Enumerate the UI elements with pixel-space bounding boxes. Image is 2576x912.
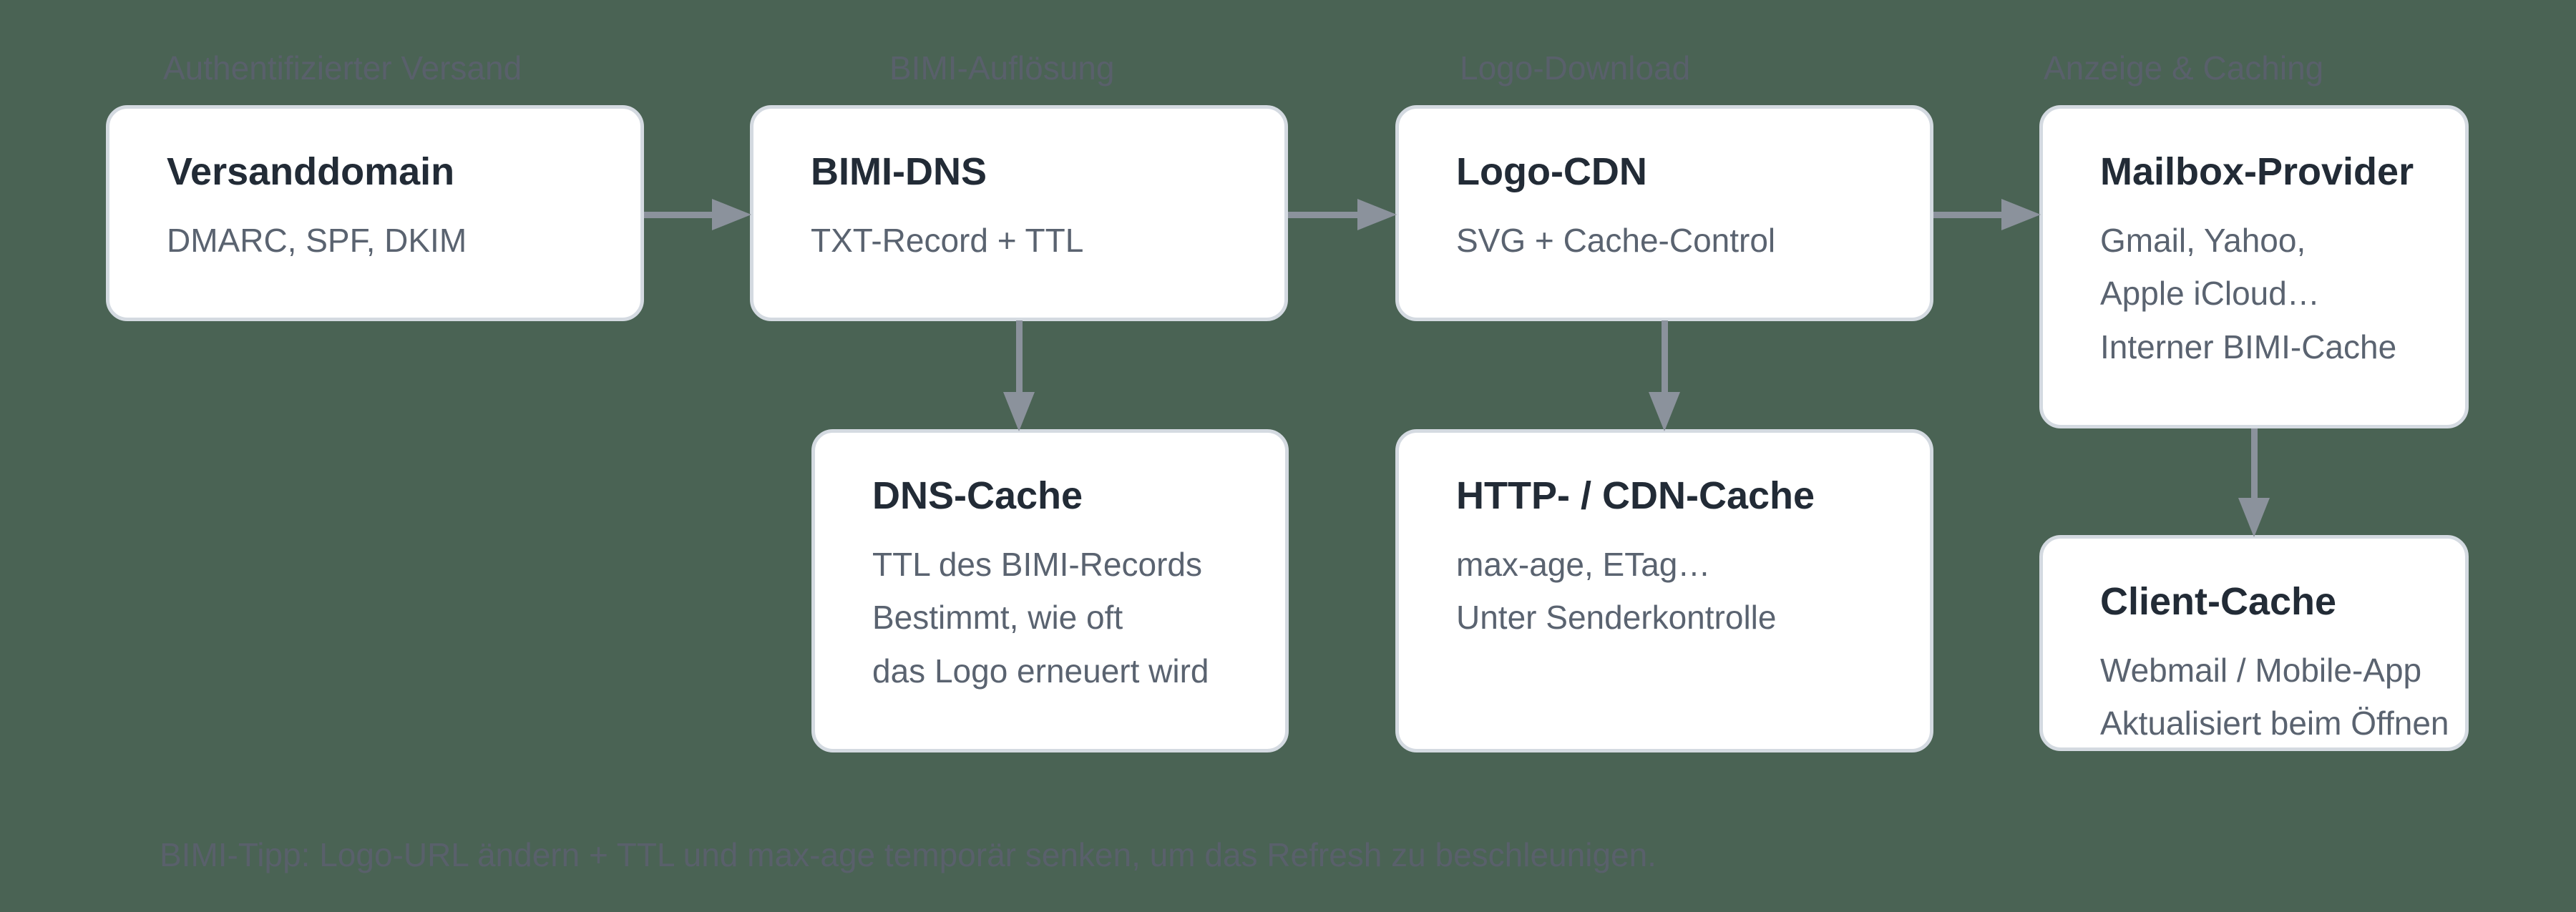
node-dns-cache: DNS-Cache TTL des BIMI-Records Bestimmt,… [811, 429, 1289, 752]
node-http-cdn-cache: HTTP- / CDN-Cache max-age, ETag… Unter S… [1395, 429, 1933, 752]
arrow-shaft [1288, 212, 1357, 218]
arrow-shaft [1933, 212, 2001, 218]
node-bimi-dns: BIMI-DNS TXT-Record + TTL [750, 105, 1288, 321]
arrow-down-icon [2238, 498, 2270, 537]
node-title: Mailbox-Provider [2100, 150, 2414, 193]
column-label-logo-download: Logo-Download [1460, 49, 1691, 87]
arrow-shaft [2251, 428, 2258, 498]
node-mailbox-provider: Mailbox-Provider Gmail, Yahoo, Apple iCl… [2039, 105, 2469, 428]
arrow-down-icon [1003, 392, 1035, 431]
node-line: Gmail, Yahoo, [2100, 221, 2306, 259]
footer-tip: BIMI-Tipp: Logo-URL ändern + TTL und max… [160, 836, 1657, 873]
node-line: TXT-Record + TTL [811, 221, 1084, 259]
node-line: SVG + Cache-Control [1456, 221, 1776, 259]
node-logo-cdn: Logo-CDN SVG + Cache-Control [1395, 105, 1933, 321]
node-title: Logo-CDN [1456, 150, 1647, 193]
node-title: Client-Cache [2100, 580, 2337, 623]
node-title: BIMI-DNS [811, 150, 987, 193]
arrow-down-icon [1649, 392, 1680, 431]
arrow-shaft [1662, 320, 1668, 392]
column-label-anzeige-caching: Anzeige & Caching [2044, 49, 2324, 87]
node-line: Aktualisiert beim Öffnen [2100, 705, 2449, 742]
arrow-shaft [1016, 320, 1023, 392]
node-client-cache: Client-Cache Webmail / Mobile-App Aktual… [2039, 535, 2469, 751]
node-line: Unter Senderkontrolle [1456, 599, 1777, 637]
node-line: Interner BIMI-Cache [2100, 328, 2397, 366]
column-label-bimi-aufloesung: BIMI-Auflösung [889, 49, 1115, 87]
node-line: TTL des BIMI-Records [872, 545, 1202, 583]
node-title: DNS-Cache [872, 474, 1083, 517]
node-line: DMARC, SPF, DKIM [167, 221, 467, 259]
arrow-shaft [644, 212, 712, 218]
node-title: HTTP- / CDN-Cache [1456, 474, 1815, 517]
column-label-authentifizierter-versand: Authentifizierter Versand [163, 49, 522, 87]
node-line: das Logo erneuert wird [872, 652, 1209, 690]
node-line: Webmail / Mobile-App [2100, 651, 2422, 689]
node-line: max-age, ETag… [1456, 545, 1711, 583]
arrow-right-icon [712, 199, 751, 230]
node-title: Versanddomain [167, 150, 455, 193]
node-line: Apple iCloud… [2100, 275, 2320, 313]
node-versanddomain: Versanddomain DMARC, SPF, DKIM [106, 105, 644, 321]
arrow-right-icon [2001, 199, 2041, 230]
arrow-right-icon [1357, 199, 1397, 230]
node-line: Bestimmt, wie oft [872, 599, 1123, 637]
